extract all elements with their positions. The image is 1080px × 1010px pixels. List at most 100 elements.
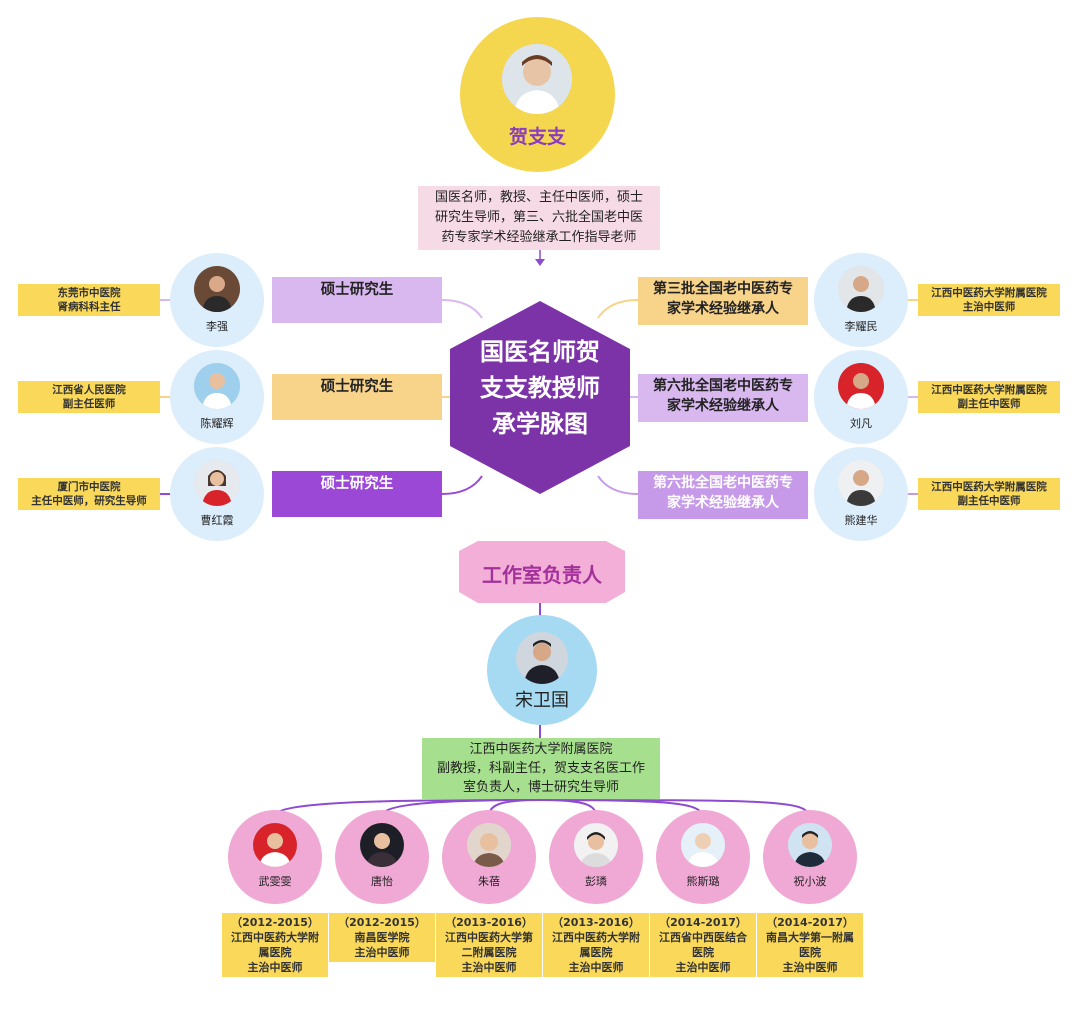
person-icon (467, 823, 511, 867)
person-icon (194, 266, 240, 312)
left-person-name-3: 曹红霞 (200, 514, 234, 527)
relation-line: 第六批全国老中医药专 (653, 378, 793, 394)
note-line: 属医院 (258, 946, 292, 959)
left-person-avatar-3 (194, 460, 240, 506)
top-desc-line: 药专家学术经验继承工作指导老师 (441, 230, 637, 245)
right-person-name-2: 刘凡 (850, 417, 872, 430)
studio-desc-line: 副教授，科副主任，贺支支名医工作 (436, 761, 645, 776)
student-avatar (681, 823, 725, 867)
person-icon (681, 823, 725, 867)
student-note: （2013-2016） 江西中医药大学附 属医院 主治中医师 (543, 913, 649, 977)
left-person-avatar-1 (194, 266, 240, 312)
note-line: （2014-2017） (659, 916, 747, 929)
person-icon (516, 632, 568, 684)
right-relation-2: 第六批全国老中医药专 家学术经验继承人 (638, 374, 808, 422)
left-person-name-2: 陈耀辉 (200, 417, 234, 430)
note-line: 属医院 (579, 946, 613, 959)
connector-left-1 (441, 299, 483, 319)
student-avatar (574, 823, 618, 867)
student-note: （2012-2015） 江西中医药大学附 属医院 主治中医师 (222, 913, 328, 977)
note-line: 南昌大学第一附属 (766, 931, 854, 944)
student-name: 熊斯璐 (686, 875, 720, 888)
left-relation-2: 硕士研究生 (272, 374, 442, 420)
note-line: （2013-2016） (552, 916, 640, 929)
connector-left-3 (441, 475, 483, 495)
note-line: 副主任中医师 (957, 495, 1021, 507)
left-relation-1: 硕士研究生 (272, 277, 442, 323)
top-desc-line: 研究生导师，第三、六批全国老中医 (434, 210, 643, 225)
person-icon (360, 823, 404, 867)
person-icon (194, 363, 240, 409)
note-line: 主治中医师 (568, 961, 624, 974)
student-name: 祝小波 (793, 875, 827, 888)
right-person-avatar-2 (838, 363, 884, 409)
note-line: 二附属医院 (461, 946, 517, 959)
note-line: （2012-2015） (338, 916, 426, 929)
left-note-1: 东莞市中医院 肾病科科主任 (18, 284, 160, 316)
studio-title: 工作室负责人 (482, 563, 602, 587)
note-line: 副主任中医师 (957, 398, 1021, 410)
note-line: 江西中医药大学附属医院 (931, 287, 1047, 299)
note-line: 主治中医师 (962, 301, 1016, 313)
student-name: 武雯雯 (258, 875, 292, 888)
relation-line: 家学术经验继承人 (667, 301, 779, 317)
top-person-name: 贺支支 (508, 126, 566, 148)
left-note-2: 江西省人民医院 副主任医师 (18, 381, 160, 413)
student-avatar (788, 823, 832, 867)
note-line: 江西省人民医院 (52, 384, 126, 396)
note-line: 主任中医师，研究生导师 (31, 495, 147, 507)
top-desc-line: 国医名师，教授、主任中医师，硕士 (434, 190, 643, 205)
student-name: 朱蓓 (478, 875, 500, 888)
student-name: 彭璘 (585, 875, 607, 888)
center-title-line: 承学脉图 (492, 410, 588, 438)
right-person-name-3: 熊建华 (844, 514, 878, 527)
person-icon (838, 266, 884, 312)
right-person-avatar-3 (838, 460, 884, 506)
person-icon (574, 823, 618, 867)
student-note: （2012-2015） 南昌医学院 主治中医师 (329, 913, 435, 962)
student-avatar (253, 823, 297, 867)
note-line: 江西中医药大学附 (552, 931, 640, 944)
top-person-avatar (502, 44, 572, 114)
note-line: 主治中医师 (247, 961, 303, 974)
note-line: 主治中医师 (461, 961, 517, 974)
person-icon (253, 823, 297, 867)
relation-line: 家学术经验继承人 (667, 398, 779, 414)
studio-person-avatar (516, 632, 568, 684)
connector-right-1 (597, 299, 639, 319)
studio-person-name: 宋卫国 (515, 690, 569, 711)
top-person-description: 国医名师，教授、主任中医师，硕士 研究生导师，第三、六批全国老中医 药专家学术经… (418, 186, 660, 250)
note-line: 江西中医药大学附属医院 (931, 384, 1047, 396)
student-note: （2014-2017） 南昌大学第一附属 医院 主治中医师 (757, 913, 863, 977)
person-icon (838, 460, 884, 506)
connector-right-3 (597, 475, 639, 495)
left-relation-3: 硕士研究生 (272, 471, 442, 517)
note-line: 医院 (692, 946, 714, 959)
note-line: 主治中医师 (782, 961, 838, 974)
note-line: 东莞市中医院 (57, 287, 121, 299)
note-line: 江西中医药大学附属医院 (931, 481, 1047, 493)
student-connectors (274, 799, 810, 816)
note-line: 江西中医药大学第 (445, 931, 533, 944)
note-line: 主治中医师 (354, 946, 410, 959)
right-note-1: 江西中医药大学附属医院 主治中医师 (918, 284, 1060, 316)
note-line: 副主任医师 (62, 398, 116, 410)
left-person-avatar-2 (194, 363, 240, 409)
relation-line: 第三批全国老中医药专 (653, 281, 793, 297)
studio-person-description: 江西中医药大学附属医院 副教授，科副主任，贺支支名医工作 室负责人，博士研究生导… (422, 738, 660, 799)
center-title-line: 国医名师贺 (480, 338, 600, 366)
right-person-avatar-1 (838, 266, 884, 312)
center-title: 国医名师贺 支支教授师 承学脉图 (458, 334, 622, 442)
note-line: 肾病科科主任 (57, 301, 121, 313)
right-note-3: 江西中医药大学附属医院 副主任中医师 (918, 478, 1060, 510)
note-line: 江西中医药大学附 (231, 931, 319, 944)
studio-title-shape (459, 541, 625, 603)
person-icon (838, 363, 884, 409)
person-icon (502, 44, 572, 114)
note-line: 江西省中西医结合 (659, 931, 747, 944)
right-relation-3: 第六批全国老中医药专 家学术经验继承人 (638, 471, 808, 519)
right-person-name-1: 李耀民 (844, 320, 878, 333)
center-title-line: 支支教授师 (480, 374, 600, 402)
note-line: 厦门市中医院 (57, 481, 121, 493)
